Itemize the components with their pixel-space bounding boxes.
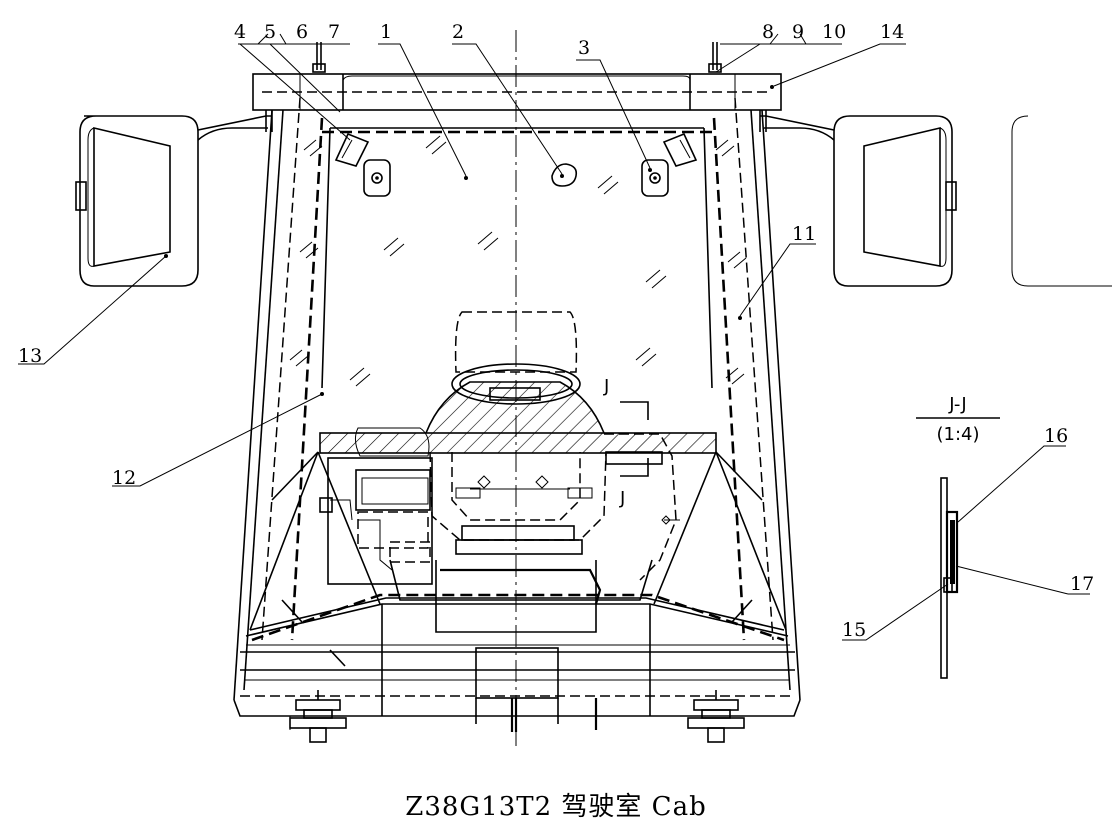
detail-view-scale: (1:4) [936, 424, 979, 445]
section-marker-top: J [603, 376, 609, 397]
section-marker: J J [603, 376, 649, 509]
callout-16: 16 [1044, 425, 1068, 447]
callout-leaders [18, 33, 1090, 641]
mirror-right [759, 110, 1112, 287]
callout-3: 3 [578, 37, 590, 59]
callout-8: 8 [762, 21, 774, 43]
callout-5: 5 [264, 21, 276, 43]
roof-bolt-left [312, 42, 326, 73]
callout-numbers: 4 5 6 7 1 2 3 8 9 10 14 11 12 13 16 17 1… [18, 21, 1094, 641]
callout-12: 12 [112, 467, 136, 489]
mount-right [687, 690, 745, 743]
roof-beam [252, 73, 782, 111]
detail-view-title: J-J [948, 394, 966, 415]
callout-4: 4 [234, 21, 246, 43]
callout-14: 14 [880, 21, 904, 43]
callout-9: 9 [792, 21, 804, 43]
callout-2: 2 [452, 21, 464, 43]
callout-7: 7 [328, 21, 340, 43]
callout-1: 1 [380, 21, 392, 43]
callout-10: 10 [822, 21, 846, 43]
drawing-caption: Z38G13T2 驾驶室 Cab [405, 792, 707, 822]
dashboard-section [319, 381, 717, 454]
mirror-mount-center [551, 163, 578, 187]
mount-left [289, 690, 347, 743]
callout-15: 15 [842, 619, 866, 641]
callout-11: 11 [792, 223, 816, 245]
callout-17: 17 [1070, 573, 1094, 595]
roof-bolt-right [708, 42, 722, 73]
glass-marks [289, 135, 747, 387]
detail-view-jj: J-J (1:4) [916, 394, 1000, 679]
right-console [604, 433, 680, 581]
interior-lamp-left [334, 132, 391, 197]
interior-lamp-right [641, 132, 698, 197]
left-console [319, 427, 433, 585]
mirror-left [75, 110, 273, 287]
section-marker-bottom: J [619, 488, 625, 509]
callout-13: 13 [18, 345, 42, 367]
callout-6: 6 [296, 21, 308, 43]
